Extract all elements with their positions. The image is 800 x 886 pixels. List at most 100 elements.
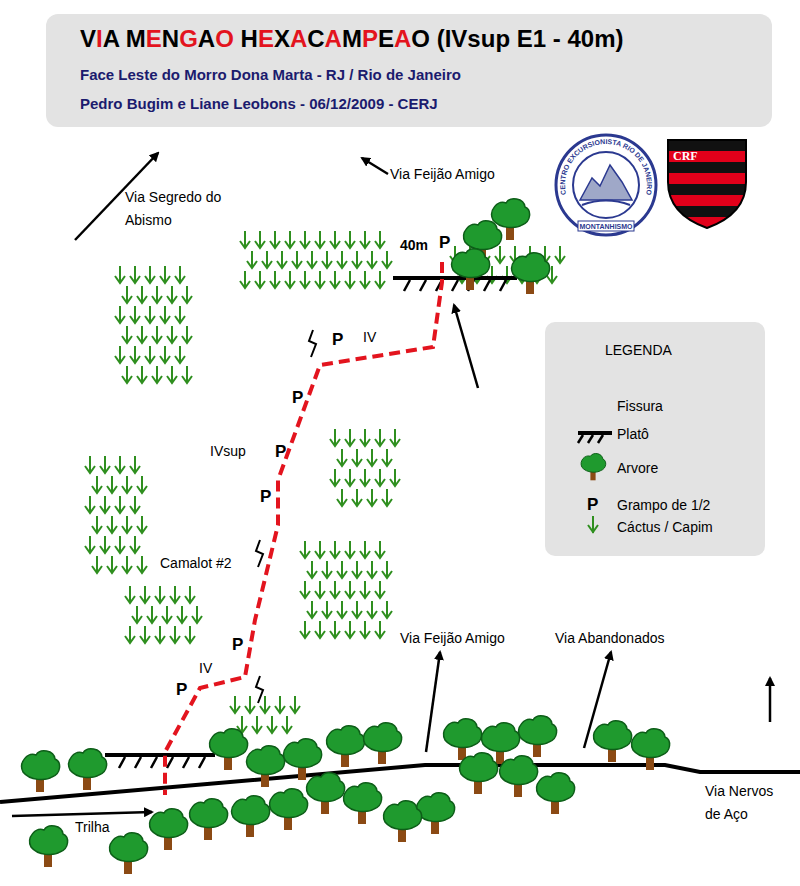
ground-line bbox=[0, 765, 800, 802]
bolt-sample: P bbox=[587, 495, 598, 515]
grade-label: IV bbox=[363, 329, 376, 346]
direction-arrow bbox=[12, 153, 770, 816]
title-letter: ( bbox=[437, 25, 445, 52]
title-letter: E bbox=[378, 25, 394, 52]
grade-label: IVsup bbox=[210, 443, 246, 460]
title-letter: V bbox=[451, 25, 467, 52]
tree-symbol bbox=[232, 796, 270, 837]
subtitle-line: Pedro Bugim e Liane Leobons - 06/12/2009… bbox=[80, 95, 758, 112]
tree-symbol bbox=[537, 773, 575, 814]
tree-symbol bbox=[364, 723, 402, 764]
grass-symbol bbox=[240, 231, 392, 288]
tree-symbol bbox=[344, 783, 382, 824]
shield-stripe bbox=[666, 217, 748, 228]
tree-symbol bbox=[632, 729, 670, 770]
bolt-marker: P bbox=[332, 330, 343, 350]
route-name: Via Segredo do Abismo bbox=[125, 186, 255, 232]
title-letter: V bbox=[80, 25, 96, 52]
tree-symbol bbox=[500, 756, 538, 797]
logo-text: MONTANHISMO bbox=[579, 223, 633, 230]
title-letter: A bbox=[103, 25, 119, 52]
tree-symbol bbox=[22, 751, 60, 792]
legend-text: Platô bbox=[617, 426, 649, 442]
tree-symbol bbox=[452, 249, 490, 290]
subtitle-line: Face Leste do Morro Dona Marta - RJ / Ri… bbox=[80, 66, 758, 83]
bolt-marker: P bbox=[260, 487, 271, 507]
title-letter: - bbox=[553, 25, 561, 52]
tree-symbol bbox=[417, 793, 455, 834]
logo-ribbon bbox=[578, 221, 634, 231]
grass-symbol bbox=[330, 429, 400, 506]
title-letter: 1 bbox=[533, 25, 546, 52]
title-letter: G bbox=[179, 25, 198, 52]
legend-text: Grampo de 1/2 bbox=[617, 497, 710, 513]
legend-heading: LEGENDA bbox=[605, 342, 672, 359]
title-letter: A bbox=[325, 25, 342, 52]
tree-symbol bbox=[110, 833, 148, 874]
title-letter: A bbox=[290, 25, 307, 52]
route-name: Via Feijão Amigo bbox=[390, 166, 495, 183]
title-letter: A bbox=[394, 25, 411, 52]
grass-symbol bbox=[230, 696, 300, 733]
grade-label: IV bbox=[199, 660, 212, 677]
title-letter: E bbox=[146, 25, 162, 52]
plateau-ticks bbox=[119, 280, 506, 768]
grass-clusters bbox=[85, 231, 565, 733]
tree-symbol bbox=[270, 789, 308, 830]
title-letter: ) bbox=[616, 25, 624, 52]
title-letter: s bbox=[467, 25, 480, 52]
bolt-marker: P bbox=[439, 233, 450, 253]
title-letter: p bbox=[495, 25, 510, 52]
legend-text: Fissura bbox=[617, 398, 663, 414]
title-letter: 4 bbox=[567, 25, 580, 52]
title-letter: A bbox=[198, 25, 215, 52]
shield-stripe bbox=[666, 195, 748, 206]
shield-stripe bbox=[666, 162, 748, 173]
gear-label: Camalot #2 bbox=[160, 555, 232, 572]
title-letter: 0 bbox=[581, 25, 594, 52]
tree-symbol bbox=[69, 749, 107, 790]
logo-text: CENTRO EXCURSIONISTA RIO DE JANEIRO bbox=[559, 138, 653, 196]
title-letter: N bbox=[162, 25, 179, 52]
shield-stripe bbox=[666, 173, 748, 184]
tree-symbol bbox=[30, 826, 68, 867]
title-letter: u bbox=[481, 25, 496, 52]
title-letter: O bbox=[411, 25, 430, 52]
bolt-marker: P bbox=[232, 635, 243, 655]
bolt-marker: P bbox=[275, 442, 286, 462]
title-letter: E bbox=[258, 25, 274, 52]
title-box: VIA MENGAO HEXACAMPEAO (IVsup E1 - 40m)F… bbox=[46, 14, 772, 127]
tree-symbol bbox=[307, 773, 345, 814]
logo-text-path: CENTRO EXCURSIONISTA RIO DE JANEIRO bbox=[559, 138, 653, 196]
route-name: Via Nervos de Aço bbox=[705, 780, 785, 826]
tree-symbol bbox=[460, 753, 498, 794]
title-letter bbox=[510, 25, 517, 52]
tree-symbol bbox=[594, 721, 632, 762]
height-label: 40m bbox=[400, 237, 428, 254]
tree-symbol bbox=[150, 809, 188, 850]
route-name: Via Feijão Amigo bbox=[400, 630, 505, 647]
plateau-symbol bbox=[105, 278, 517, 755]
title-letter bbox=[561, 25, 568, 52]
plateau-tick bbox=[119, 280, 506, 768]
title-letter: I bbox=[96, 25, 103, 52]
shield-stripe bbox=[666, 184, 748, 195]
title-letter: I bbox=[445, 25, 452, 52]
shield-monogram: CRF bbox=[673, 149, 698, 163]
grass-symbol bbox=[125, 586, 202, 643]
title-letter: O bbox=[215, 25, 234, 52]
route-name: Via Abandonados bbox=[555, 630, 665, 647]
grass-symbol bbox=[85, 456, 147, 573]
club-logo: CENTRO EXCURSIONISTA RIO DE JANEIRO MONTA… bbox=[556, 135, 656, 235]
legend-box bbox=[545, 322, 765, 556]
club-shield bbox=[666, 140, 748, 239]
title-letter: M bbox=[342, 25, 362, 52]
tree-symbol bbox=[210, 729, 248, 770]
legend-samples bbox=[578, 433, 612, 533]
bolt-marker: P bbox=[292, 388, 303, 408]
trail-label: Trilha bbox=[75, 819, 110, 836]
title-letter bbox=[119, 25, 126, 52]
grass-symbol bbox=[115, 266, 192, 383]
tree-symbol bbox=[384, 801, 422, 842]
